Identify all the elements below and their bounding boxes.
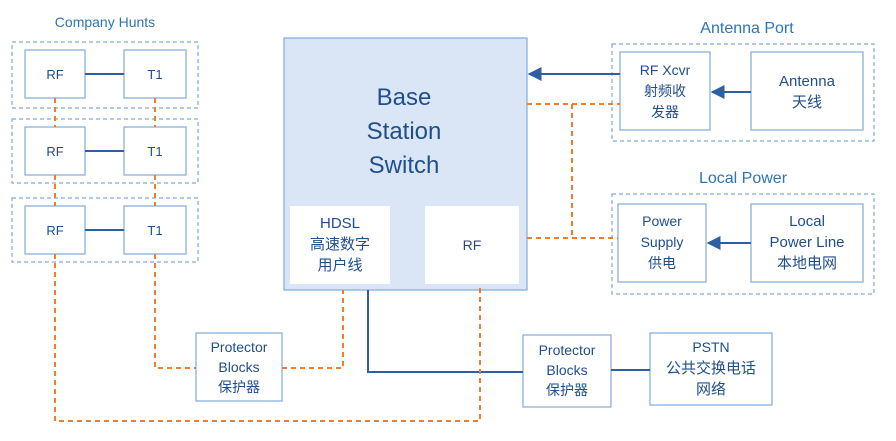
hdsl-label-3: 用户线 — [317, 257, 362, 274]
hunt-t1-label-2: T1 — [147, 144, 162, 159]
power-dashed-links — [527, 103, 620, 239]
antenna-label-1: Antenna — [779, 73, 836, 90]
base-station-title-1: Base — [377, 84, 432, 111]
antenna-label-2: 天线 — [792, 94, 822, 111]
protector-left-label-1: Protector — [211, 339, 268, 355]
hunt-rf-box-1 — [24, 49, 86, 99]
pstn-box — [649, 332, 773, 406]
base-station-title-3: Switch — [369, 152, 440, 179]
power-supply-label-1: Power — [642, 213, 682, 229]
protector-left-label-3: 保护器 — [218, 379, 260, 395]
power-supply-label-3: 供电 — [648, 255, 676, 271]
base-rf-box — [425, 206, 519, 284]
hdsl-label-1: HDSL — [320, 215, 360, 232]
hunt-rf-label-3: RF — [46, 223, 63, 238]
antenna-port-group — [611, 43, 875, 142]
company-hunts-title: Company Hunts — [55, 14, 155, 30]
protector-right-label-1: Protector — [539, 342, 596, 358]
local-power-line-label-3: 本地电网 — [777, 255, 837, 272]
local-power-line-label-1: Local — [789, 213, 825, 230]
local-power-line-box — [750, 203, 864, 283]
protector-right-label-3: 保护器 — [546, 382, 588, 398]
protector-left-label-2: Blocks — [218, 359, 259, 375]
t1-hdsl-dashed-link — [154, 254, 344, 369]
hunt-rf-label-2: RF — [46, 144, 63, 159]
hdsl-box — [290, 206, 390, 284]
hdsl-label-2: 高速数字 — [310, 236, 370, 253]
pstn-label-3: 网络 — [696, 381, 726, 398]
power-supply-label-2: Supply — [641, 234, 684, 250]
hunt-vertical-dashed-links — [54, 98, 156, 206]
pstn-label-2: 公共交换电话 — [666, 359, 756, 377]
rf-xcvr-label-1: RF Xcvr — [640, 62, 691, 78]
base-station-title-2: Station — [367, 118, 442, 145]
protector-blocks-right — [522, 334, 612, 408]
hdsl-pstn-solid-link — [367, 290, 650, 373]
rf-xcvr-label-2: 射频收 — [644, 83, 686, 99]
rf-xcvr-box — [619, 51, 711, 131]
rf-xcvr-label-3: 发器 — [651, 104, 679, 120]
hunt-t1-box-1 — [123, 49, 187, 99]
protector-right-label-2: Blocks — [546, 362, 587, 378]
local-power-line-label-2: Power Line — [769, 234, 844, 251]
pstn-label-1: PSTN — [692, 339, 729, 355]
rf-base-dashed-link — [54, 254, 481, 422]
hunt-rf-label-1: RF — [46, 67, 63, 82]
hunt-group-2 — [11, 118, 199, 184]
antenna-port-title: Antenna Port — [700, 20, 794, 37]
hunt-group-3 — [11, 197, 199, 263]
hunt-group-1 — [11, 41, 199, 109]
hunt-rf-box-3 — [24, 205, 86, 255]
antenna-box — [750, 51, 864, 131]
local-power-group — [611, 193, 875, 295]
hunt-t1-label-1: T1 — [147, 67, 162, 82]
protector-blocks-left — [195, 332, 283, 402]
base-rf-label: RF — [463, 237, 482, 253]
hunt-t1-label-3: T1 — [147, 223, 162, 238]
power-supply-box — [617, 203, 707, 283]
local-power-title: Local Power — [699, 170, 788, 187]
